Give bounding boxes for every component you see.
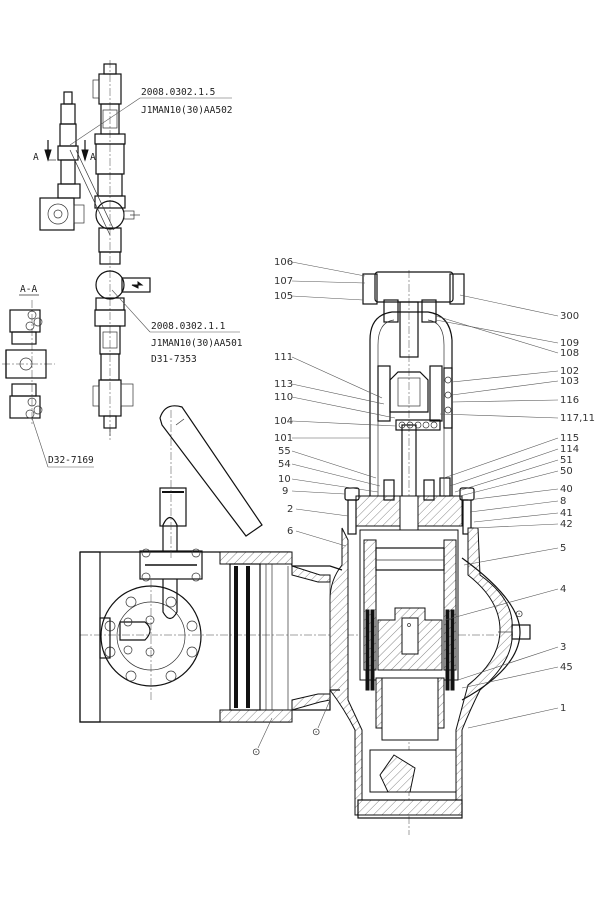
callout-107: 107 [274,276,293,287]
callout-6: 6 [287,526,293,537]
callout-54: 54 [278,459,291,470]
callout-106: 106 [274,257,293,268]
lower-ref-code: J1MAN10(30)AA501 [151,338,243,349]
callout-5: 5 [560,543,566,554]
callout-104: 104 [274,416,293,427]
weld-mark-3: ⊙ [515,609,523,620]
callout-3: 3 [560,642,566,653]
tube-bank [229,563,261,711]
callout-108: 108 [560,348,579,359]
callout-55: 55 [278,446,291,457]
callout-114: 114 [560,444,579,455]
callout-4: 4 [560,584,566,595]
section-view-label: A-A [20,284,37,295]
section-mark-a-left: A [33,152,39,163]
callout-40: 40 [560,484,573,495]
overview-assembly: A A 2008.0302.1.5 J1MAN10(30)AA502 2008.… [33,60,243,440]
weld-mark-1: ⊙ [252,747,260,758]
callout-110: 110 [274,392,293,403]
callout-105: 105 [274,291,293,302]
main-valve: ⊙ ⊙ ⊙ [79,270,531,835]
lower-ref-drawing: D31-7353 [151,354,197,365]
callout-101: 101 [274,433,293,444]
left-disc-stack [365,609,375,691]
callout-9: 9 [282,486,288,497]
callouts-right: 300 109 108 102 103 116 117,11 115 114 5… [435,294,595,729]
callout-2: 2 [287,504,293,515]
callout-109: 109 [560,338,579,349]
callout-113: 113 [274,379,293,390]
callouts-left: 106 107 105 111 113 110 104 101 55 54 10… [274,257,397,547]
section-mark-a-right: A [90,152,96,163]
callout-10: 10 [278,474,291,485]
callout-42: 42 [560,519,573,530]
callout-115: 115 [560,433,579,444]
callout-8: 8 [560,496,566,507]
callout-111: 111 [274,352,293,363]
callout-41: 41 [560,508,573,519]
callout-116: 116 [560,395,579,406]
section-view-drawing: D32-7169 [48,455,94,466]
upper-ref-code: J1MAN10(30)AA502 [141,105,233,116]
callout-103: 103 [560,376,579,387]
upper-ref-number: 2008.0302.1.5 [141,87,215,98]
callout-300: 300 [560,311,579,322]
callout-50: 50 [560,466,573,477]
lower-ref-number: 2008.0302.1.1 [151,321,226,332]
section-view-a-a: A-A D32-7169 [2,284,94,468]
callout-102: 102 [560,366,579,377]
callout-1: 1 [560,703,566,714]
right-disc-stack [445,609,455,691]
callout-45: 45 [560,662,573,673]
callout-117-11: 117,11 [560,413,595,424]
weld-mark-2: ⊙ [312,727,320,738]
callout-51: 51 [560,455,573,466]
